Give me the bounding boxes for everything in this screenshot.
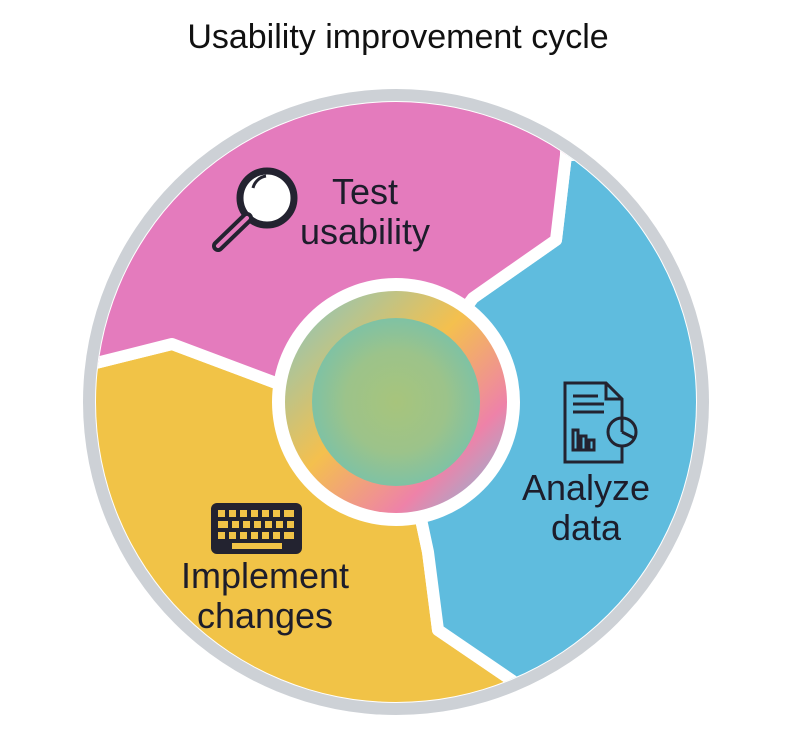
label-implement-changes-line1: Implement: [180, 555, 350, 596]
label-analyze-data: Analyze data: [506, 468, 666, 548]
center-hub: [312, 318, 480, 486]
label-test-usability-line2: usability: [299, 211, 431, 252]
label-test-usability-line1: Test: [331, 171, 399, 212]
document-chart-icon: [563, 381, 638, 464]
diagram-title: Usability improvement cycle: [187, 18, 609, 56]
label-analyze-data-line2: data: [550, 507, 622, 548]
magnifier-icon: [212, 167, 298, 252]
keyboard-icon: [211, 503, 302, 554]
label-test-usability: Test usability: [280, 172, 450, 252]
label-analyze-data-line1: Analyze: [521, 467, 651, 508]
label-implement-changes-line2: changes: [196, 595, 334, 636]
label-implement-changes: Implement changes: [160, 556, 370, 636]
